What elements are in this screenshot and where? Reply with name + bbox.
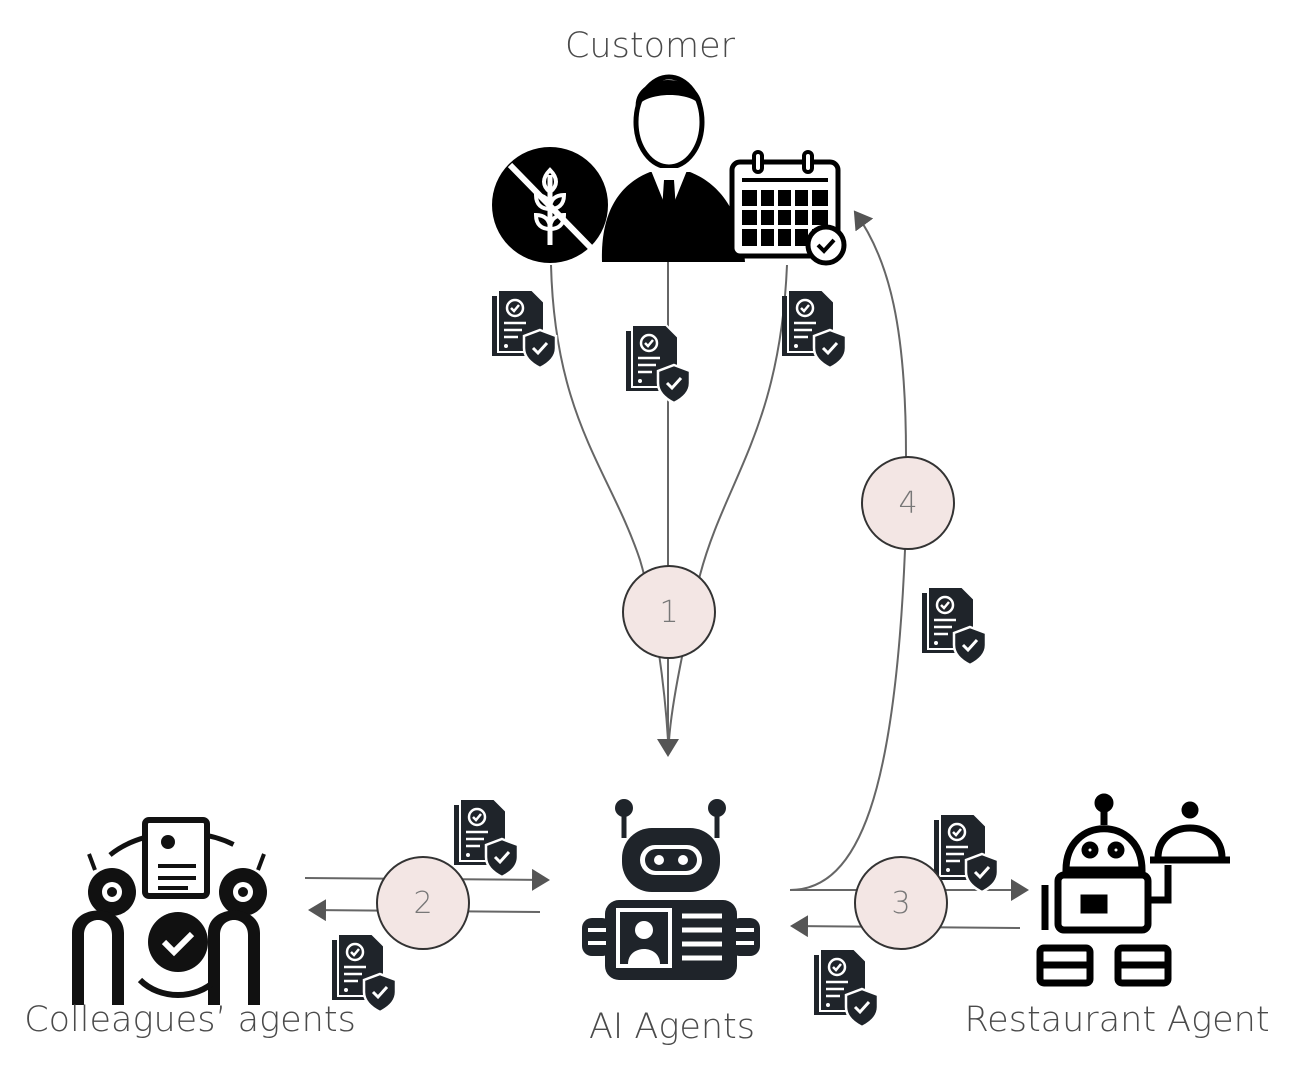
verified-credential-icon	[932, 812, 1000, 892]
verified-credential-icon	[812, 947, 880, 1027]
edge-restaurant-to-customer	[789, 210, 908, 891]
gluten-free-icon	[492, 147, 608, 263]
ai-agents-label: AI Agents	[588, 1007, 756, 1047]
customer-label: Customer	[564, 26, 736, 66]
step-label: 2	[413, 886, 432, 921]
restaurant-agent-label: Restaurant Agent	[964, 1000, 1270, 1040]
verified-credential-icon	[780, 288, 848, 368]
step-2: 2	[376, 856, 470, 950]
step-label: 3	[891, 886, 910, 921]
colleagues-agents-label: Colleagues’ agents	[24, 1000, 356, 1040]
verified-credential-icon	[452, 797, 520, 877]
ai-agent-robot-icon	[582, 799, 760, 980]
colleagues-agents-icon	[72, 817, 267, 1005]
verified-credential-icon	[920, 585, 988, 665]
verified-credential-icon	[624, 323, 692, 403]
step-label: 1	[659, 595, 678, 630]
verified-credential-icon	[490, 288, 558, 368]
person-icon	[601, 74, 745, 262]
step-1: 1	[622, 565, 716, 659]
calendar-check-icon	[729, 150, 847, 266]
edge-gluten-to-agents	[550, 264, 669, 741]
restaurant-robot-icon	[1036, 793, 1230, 987]
edge-calendar-to-agents	[668, 264, 788, 741]
step-label: 4	[898, 486, 917, 521]
step-4: 4	[861, 456, 955, 550]
step-3: 3	[854, 856, 948, 950]
